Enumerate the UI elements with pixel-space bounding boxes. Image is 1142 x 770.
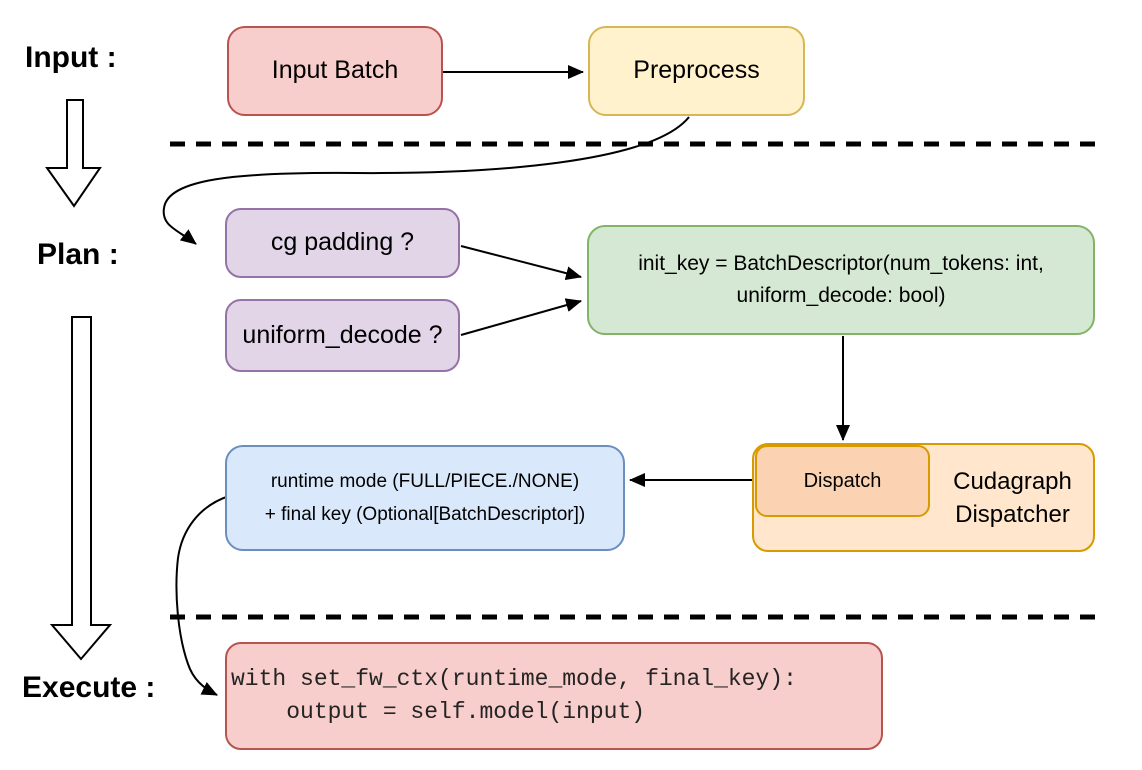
section-label-execute: Execute : (22, 671, 156, 704)
execute-code-line2: output = self.model(input) (231, 699, 646, 725)
node-cg-padding: cg padding ? (225, 208, 460, 278)
node-runtime-result-line2: + final key (Optional[BatchDescriptor]) (264, 504, 586, 525)
node-cg-padding-label: cg padding ? (270, 228, 415, 257)
node-uniform-decode: uniform_decode ? (225, 299, 460, 372)
arrow-runtime-result-to-execute-code (175, 495, 230, 696)
node-preprocess: Preprocess (588, 26, 805, 116)
node-init-key: init_key = BatchDescriptor(num_tokens: i… (587, 225, 1095, 335)
node-input-batch-label: Input Batch (271, 56, 399, 85)
node-dispatch-label: Dispatch (803, 469, 882, 492)
node-runtime-result: runtime mode (FULL/PIECE./NONE) + final … (225, 445, 625, 551)
section-label-input: Input : (25, 41, 117, 74)
section-label-plan: Plan : (37, 238, 119, 271)
plan-to-execute-block-arrow-icon (49, 316, 113, 661)
node-init-key-line2: uniform_decode: bool) (736, 284, 946, 307)
node-input-batch: Input Batch (227, 26, 443, 116)
node-uniform-decode-label: uniform_decode ? (242, 320, 443, 349)
node-init-key-line1: init_key = BatchDescriptor(num_tokens: i… (638, 252, 1044, 275)
arrow-preprocess-to-cg-padding (162, 116, 690, 245)
arrow-cg-padding-to-init-key (460, 245, 582, 281)
cudagraph-label-line1: Cudagraph (953, 467, 1072, 495)
node-execute-code: with set_fw_ctx(runtime_mode, final_key)… (225, 642, 883, 750)
node-preprocess-label: Preprocess (633, 56, 760, 85)
execute-code-line1: with set_fw_ctx(runtime_mode, final_key)… (231, 666, 797, 692)
input-to-plan-block-arrow-icon (45, 99, 102, 208)
cudagraph-label-line2: Dispatcher (955, 500, 1070, 528)
node-cudagraph-dispatcher-label: Cudagraph Dispatcher (930, 443, 1095, 552)
node-dispatch: Dispatch (755, 445, 930, 517)
node-runtime-result-line1: runtime mode (FULL/PIECE./NONE) (270, 471, 580, 492)
arrow-uniform-decode-to-init-key (460, 298, 582, 336)
